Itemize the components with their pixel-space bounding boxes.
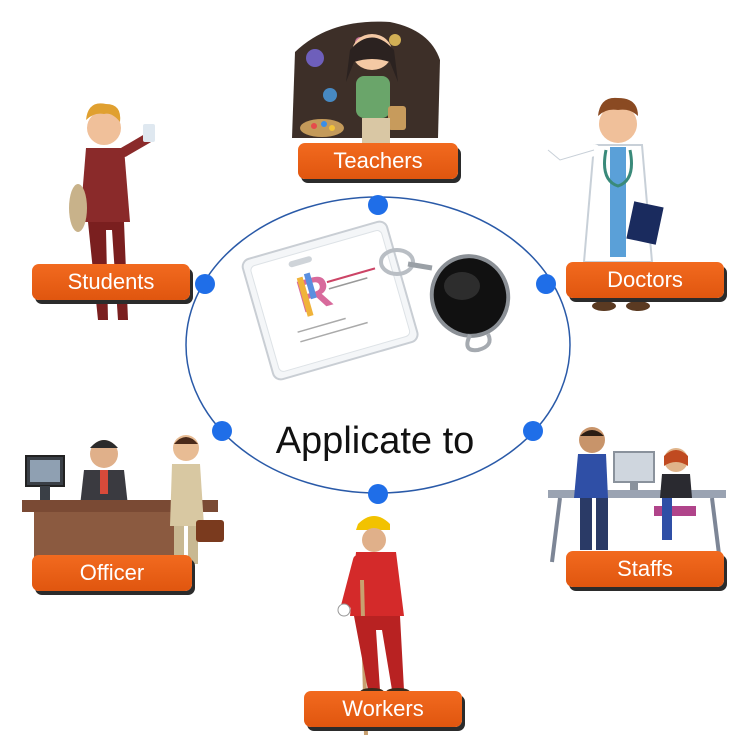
teacher-illustration xyxy=(292,21,440,158)
node-dot-workers xyxy=(368,484,388,504)
label-workers: Workers xyxy=(304,691,462,727)
label-staffs: Staffs xyxy=(566,551,724,587)
node-dot-students xyxy=(195,274,215,294)
node-dot-officer xyxy=(212,421,232,441)
node-dot-doctors xyxy=(536,274,556,294)
label-teachers: Teachers xyxy=(298,143,458,179)
label-students: Students xyxy=(32,264,190,300)
label-officer: Officer xyxy=(32,555,192,591)
officer-illustration xyxy=(22,435,224,564)
id-badge-holder: R xyxy=(241,220,511,381)
node-dot-teachers xyxy=(368,195,388,215)
label-doctors: Doctors xyxy=(566,262,724,298)
node-dot-staffs xyxy=(523,421,543,441)
staff-illustration xyxy=(548,427,726,563)
center-label: Applicate to xyxy=(275,420,475,462)
